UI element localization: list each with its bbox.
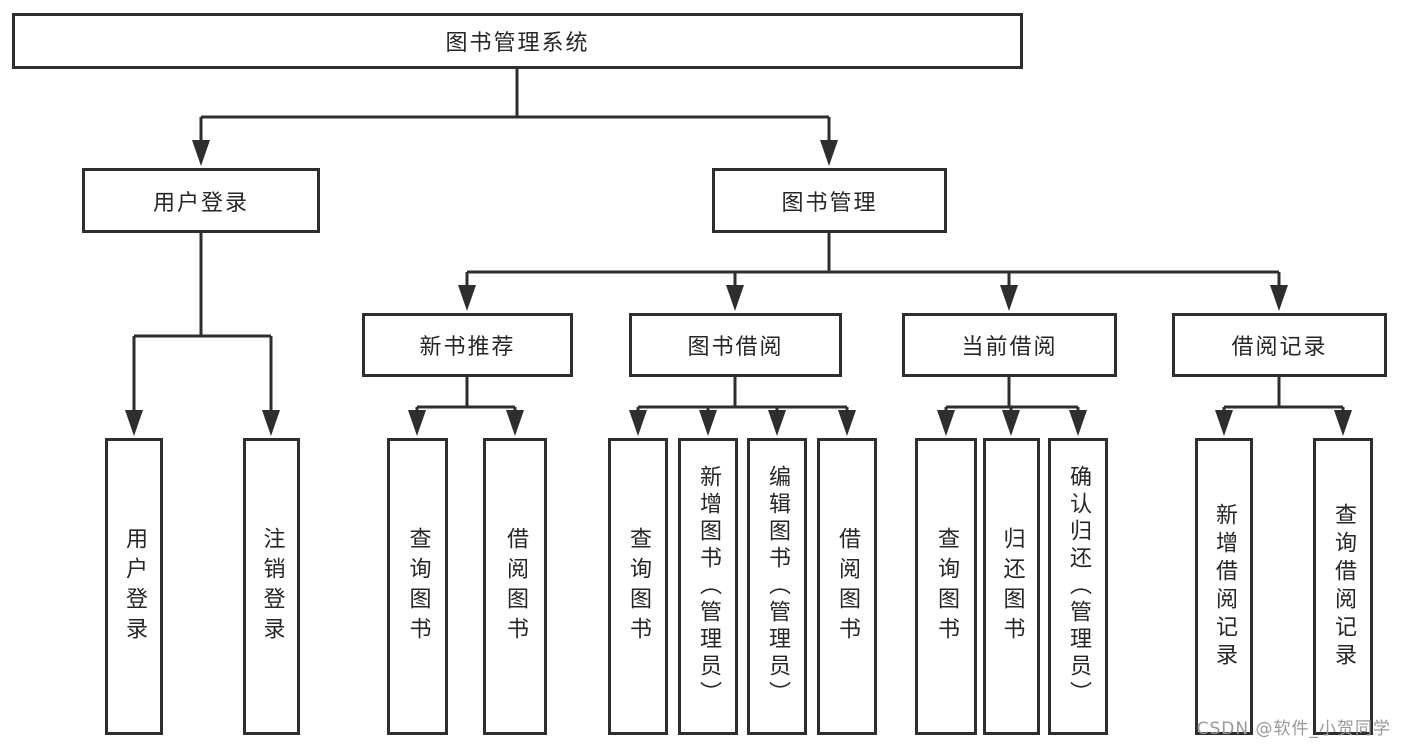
node-user-login: 用户登录	[82, 168, 320, 233]
leaf-borrow-add-books-admin: 新增图书（管理员）	[678, 438, 738, 735]
node-borrowing-records: 借阅记录	[1172, 313, 1387, 377]
node-current-borrowing: 当前借阅	[902, 313, 1117, 377]
node-new-book-recommendation: 新书推荐	[362, 313, 573, 377]
leaf-records-query-borrow-record: 查询借阅记录	[1313, 438, 1373, 735]
leaf-borrow-query-books: 查询图书	[608, 438, 668, 735]
leaf-recommend-query-books: 查询图书	[387, 438, 448, 735]
node-book-management: 图书管理	[712, 168, 947, 233]
arrowhead-icons	[125, 140, 1352, 436]
leaf-recommend-borrow-books: 借阅图书	[483, 438, 547, 735]
leaf-current-query-books: 查询图书	[915, 438, 977, 735]
leaf-borrow-edit-books-admin: 编辑图书（管理员）	[747, 438, 807, 735]
leaf-current-confirm-return-admin: 确认归还（管理员）	[1048, 438, 1108, 735]
leaf-user-login: 用户登录	[105, 438, 163, 735]
leaf-logout-login: 注销登录	[243, 438, 300, 735]
leaf-records-add-borrow-record: 新增借阅记录	[1195, 438, 1253, 735]
leaf-current-return-books: 归还图书	[983, 438, 1040, 735]
node-library-management-system: 图书管理系统	[12, 13, 1023, 69]
watermark-text: CSDN @软件_小贺同学	[1196, 719, 1391, 739]
node-book-borrowing: 图书借阅	[629, 313, 842, 377]
leaf-borrow-borrow-books: 借阅图书	[817, 438, 877, 735]
